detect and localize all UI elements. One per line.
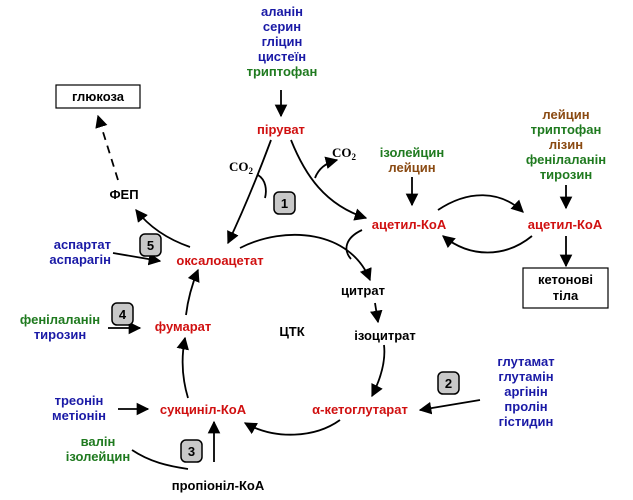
arrow-succinylcoa-to-fumarate bbox=[176, 336, 189, 399]
fumarate-label: фумарат bbox=[155, 319, 211, 334]
amino-leucine: лейцин bbox=[388, 160, 435, 175]
glucose-label: глюкоза bbox=[72, 89, 125, 104]
step-box-3: 3 bbox=[180, 439, 203, 463]
amino-valine-list: валін ізолейцин bbox=[66, 434, 131, 464]
arrow-oaa-to-citrate bbox=[239, 233, 372, 282]
arrow-acetylcoa-forward bbox=[437, 194, 524, 213]
ketone-bodies-label-2: тіла bbox=[553, 288, 579, 303]
step-box-5: 5 bbox=[139, 233, 162, 257]
co2-right-label: CO2 bbox=[332, 145, 357, 162]
step-box-1: 1 bbox=[273, 191, 296, 215]
amino-lysine: лізин bbox=[549, 137, 583, 152]
amino-tyrosine: тирозин bbox=[540, 167, 592, 182]
pyruvate-label: піруват bbox=[257, 122, 305, 137]
amino-leucine-2: лейцин bbox=[542, 107, 589, 122]
arrow-isocitrate-to-akg bbox=[371, 344, 386, 398]
svg-text:5: 5 bbox=[147, 238, 154, 253]
glucose-box: глюкоза bbox=[55, 84, 141, 109]
amino-asparagine: аспарагін bbox=[49, 252, 111, 267]
acetyl-coa-label-1: ацетил-КоА bbox=[372, 217, 447, 232]
amino-alanine: аланін bbox=[261, 4, 303, 19]
amino-histidine: гістидин bbox=[499, 414, 554, 429]
isocitrate-label: ізоцитрат bbox=[354, 328, 416, 343]
amino-tryptophan-2: триптофан bbox=[531, 122, 602, 137]
amino-glutamate: глутамат bbox=[497, 354, 554, 369]
succinyl-coa-label: сукциніл-КоА bbox=[160, 402, 247, 417]
svg-text:3: 3 bbox=[188, 444, 195, 459]
svg-text:4: 4 bbox=[119, 307, 127, 322]
amino-cysteine: цистеїн bbox=[258, 49, 306, 64]
propionyl-coa-label: пропіоніл-КоА bbox=[172, 478, 265, 493]
amino-phenyl-list: фенілаланін тирозин bbox=[20, 312, 100, 342]
pep-label: ФЕП bbox=[109, 187, 138, 202]
amino-glycine: гліцин bbox=[262, 34, 303, 49]
arrow-acetylcoa-reverse bbox=[442, 235, 533, 254]
oxaloacetate-label: оксалоацетат bbox=[176, 253, 263, 268]
arrows bbox=[95, 90, 573, 470]
amino-phenylalanine-2: фенілаланін bbox=[20, 312, 100, 327]
arrow-akg-to-succinylcoa bbox=[243, 419, 341, 436]
amino-aspartate-list: аспартат аспарагін bbox=[49, 237, 111, 267]
amino-isoleucine: ізолейцин bbox=[380, 145, 445, 160]
ketone-bodies-label-1: кетонові bbox=[538, 272, 593, 287]
amino-isoleucine-2: ізолейцин bbox=[66, 449, 131, 464]
arrow-oaa-to-pep bbox=[135, 209, 191, 248]
amino-threonine-list: треонін метіонін bbox=[52, 393, 106, 423]
arrow-pep-to-glucose bbox=[95, 114, 119, 181]
amino-proline: пролін bbox=[504, 399, 547, 414]
ketone-bodies-box: кетонові тіла bbox=[522, 267, 609, 309]
citrate-label: цитрат bbox=[341, 283, 385, 298]
amino-tryptophan: триптофан bbox=[247, 64, 318, 79]
amino-arginine: аргінін bbox=[504, 384, 548, 399]
amino-glutamine: глутамін bbox=[498, 369, 553, 384]
svg-text:1: 1 bbox=[281, 196, 288, 211]
arrow-pyruvate-to-acetylcoa bbox=[290, 139, 368, 221]
amino-isoleucine-list: ізолейцин лейцин bbox=[380, 145, 445, 175]
amino-valine: валін bbox=[81, 434, 116, 449]
arrow-co2-in bbox=[257, 174, 267, 199]
arrow-fumarate-to-oaa bbox=[185, 268, 200, 316]
co2-left-label: CO2 bbox=[229, 159, 254, 176]
amino-tyrosine-2: тирозин bbox=[34, 327, 86, 342]
acetyl-coa-label-2: ацетил-КоА bbox=[528, 217, 603, 232]
arrow-acetylcoa-to-citrate bbox=[345, 229, 363, 260]
amino-top-list: аланін серин гліцин цистеїн триптофан bbox=[247, 4, 318, 79]
arrow-valine-to-propionyl bbox=[131, 449, 189, 470]
step-box-4: 4 bbox=[111, 302, 134, 326]
tca-cycle-label: ЦТК bbox=[279, 324, 304, 339]
metabolite-labels: піруват CO2 CO2 ФЕП ацетил-КоА ацетил-Ко… bbox=[109, 122, 602, 493]
arrow-citrate-to-isocitrate bbox=[370, 302, 383, 324]
svg-text:2: 2 bbox=[445, 376, 452, 391]
amino-glutamate-list: глутамат глутамін аргінін пролін гістиди… bbox=[497, 354, 554, 429]
amino-right-top-list: лейцин триптофан лізин фенілаланін тироз… bbox=[526, 107, 606, 182]
amino-phenylalanine: фенілаланін bbox=[526, 152, 606, 167]
step-boxes: 1 2 3 4 5 bbox=[111, 191, 460, 463]
amino-aspartate: аспартат bbox=[54, 237, 111, 252]
arrow-glutamate-to-akg bbox=[418, 399, 481, 415]
arrow-pyruvate-to-oxaloacetate bbox=[227, 139, 272, 245]
arrow-aspartate-to-oaa bbox=[112, 252, 162, 266]
alpha-ketoglutarate-label: α-кетоглутарат bbox=[312, 402, 408, 417]
arrow-co2-out bbox=[314, 156, 339, 179]
amino-threonine: треонін bbox=[55, 393, 104, 408]
step-box-2: 2 bbox=[437, 371, 460, 395]
amino-methionine: метіонін bbox=[52, 408, 106, 423]
amino-serine: серин bbox=[263, 19, 301, 34]
